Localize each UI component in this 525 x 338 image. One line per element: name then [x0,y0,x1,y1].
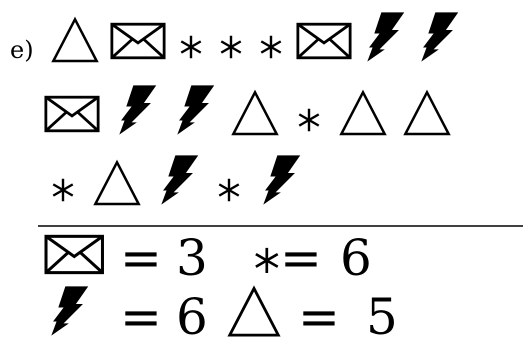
envelope-key-icon [44,234,105,275]
envelope-value: 3 [176,229,208,287]
envelope-symbol [44,95,100,133]
asterisk-symbol [260,34,282,60]
equals-sign: = [298,288,340,338]
asterisk-symbol [220,34,242,60]
symbol-row-2 [44,85,450,136]
value-key: =3=6=6=5 [44,229,398,338]
asterisk-symbol [298,107,320,133]
symbol-rows [44,12,459,206]
asterisk-symbol [52,177,74,203]
equals-sign: = [280,229,322,287]
lightning-symbol [177,85,215,135]
asterisk-symbol [218,177,240,203]
lightning-symbol [161,155,199,205]
asterisk-symbol [180,34,202,60]
equals-sign: = [120,288,162,338]
symbol-row-1 [52,12,459,63]
lightning-value: 6 [176,288,208,338]
asterisk-key-icon [254,246,280,275]
key-entry-lightning: =6 [51,286,208,338]
triangle-symbol [94,161,140,206]
triangle-key-icon [228,287,280,337]
triangle-symbol [404,91,450,136]
envelope-symbol [110,22,166,60]
equals-sign: = [120,229,162,287]
key-entry-envelope: =3 [44,229,208,287]
exercise-label: e) [10,36,34,64]
lightning-symbol [367,12,405,62]
envelope-symbol [296,22,352,60]
lightning-symbol [263,155,301,205]
symbol-row-3 [52,155,301,206]
lightning-symbol [119,85,157,135]
lightning-symbol [421,12,459,62]
triangle-value: 5 [366,288,398,338]
key-entry-asterisk: =6 [254,229,372,287]
triangle-symbol [232,91,278,136]
key-entry-triangle: =5 [228,287,398,338]
lightning-key-icon [51,286,89,336]
triangle-symbol [52,18,98,63]
asterisk-value: 6 [340,229,372,287]
triangle-symbol [340,91,386,136]
